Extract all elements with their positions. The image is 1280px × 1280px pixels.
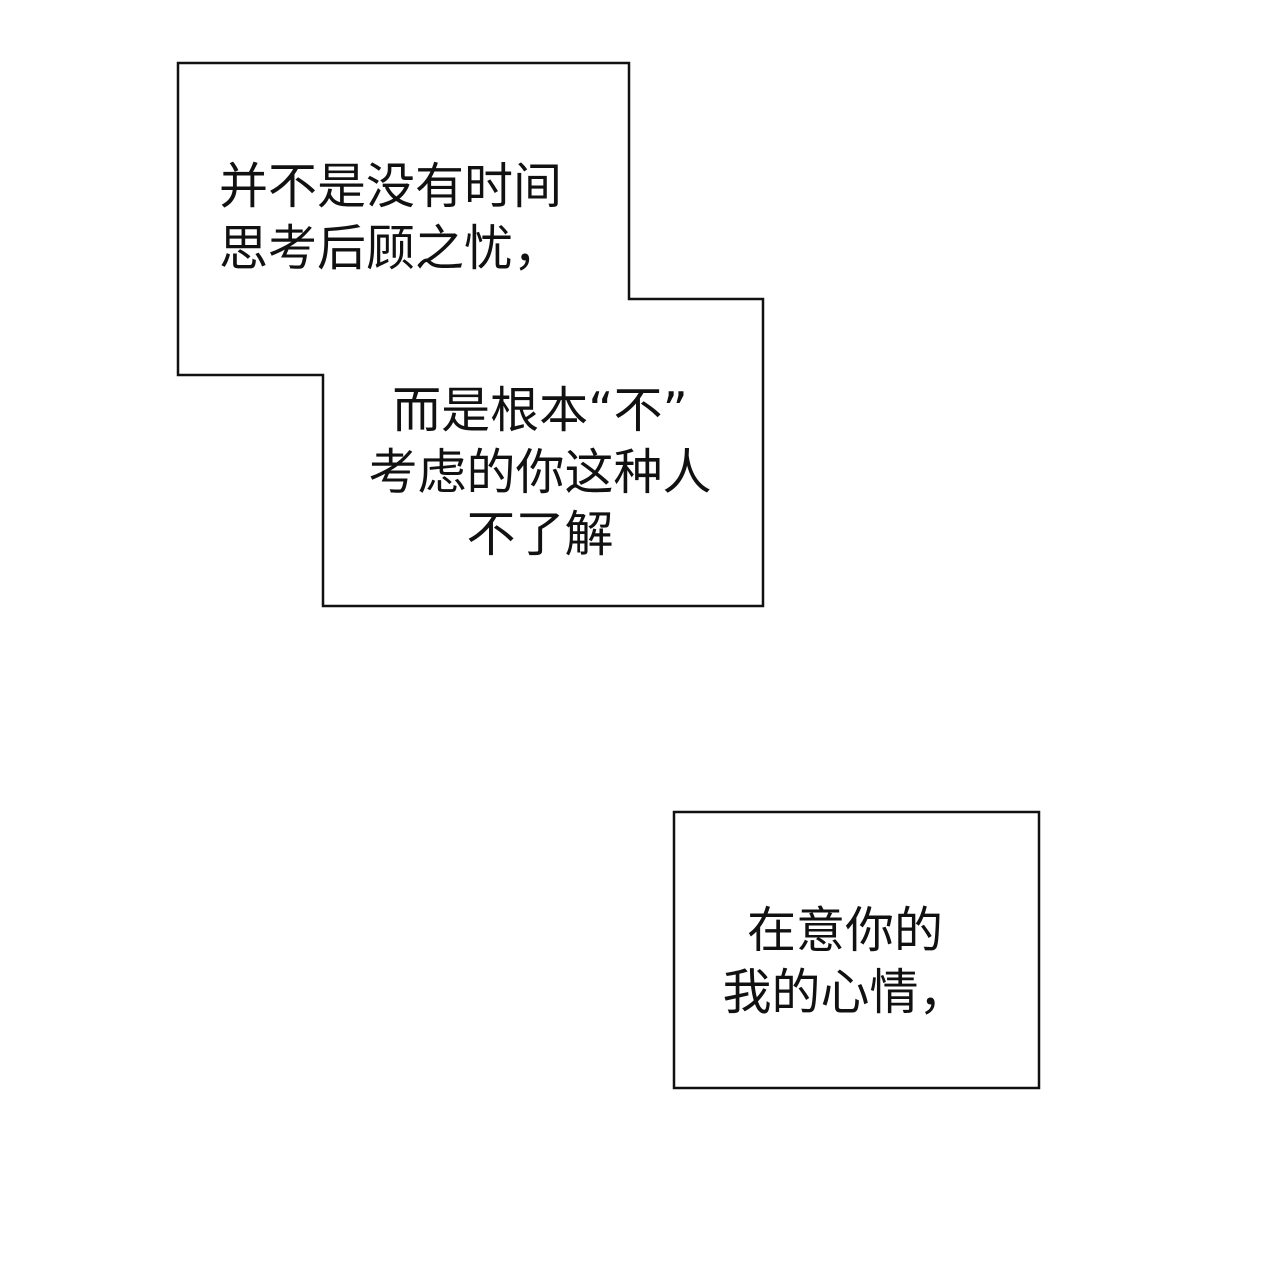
- caption-line: 而是根本“不”: [392, 382, 688, 439]
- caption-line: 在意你的: [746, 902, 943, 959]
- caption-line: 并不是没有时间: [219, 158, 563, 215]
- caption-text-first: 并不是没有时间 思考后顾之忧，: [219, 156, 562, 280]
- caption-box-stepped: [176, 61, 765, 608]
- caption-box-small: [672, 810, 1041, 1090]
- caption-text-second: 而是根本“不” 考虑的你这种人 不了解: [330, 380, 750, 566]
- caption-line: 不了解: [466, 506, 614, 563]
- caption-text-third: 在意你的 我的心情，: [700, 900, 990, 1024]
- caption-line: 思考后顾之忧，: [219, 220, 563, 277]
- caption-line: 考虑的你这种人: [368, 444, 712, 501]
- caption-line: 我的心情，: [722, 964, 968, 1021]
